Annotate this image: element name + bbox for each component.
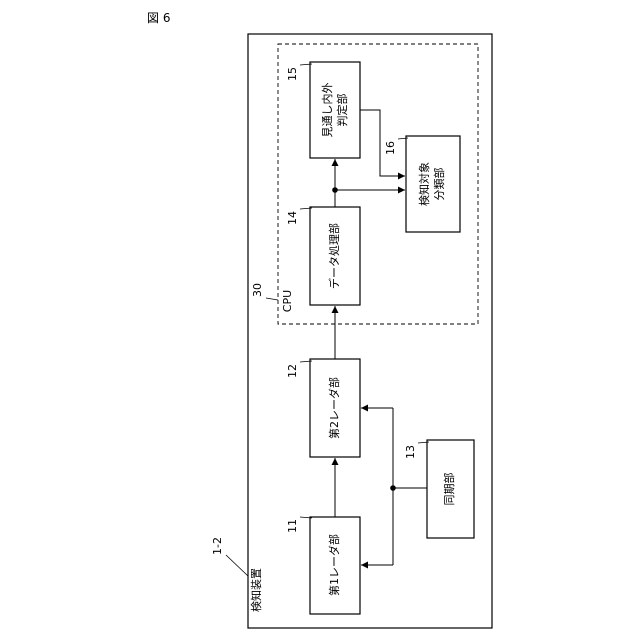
svg-text:判定部: 判定部 xyxy=(335,94,349,127)
block-data-processing: データ処理部 xyxy=(310,207,360,305)
device-frame xyxy=(248,34,492,628)
arrow-judgment-to-classify xyxy=(360,110,405,176)
device-ref-label: 1-2 xyxy=(211,537,224,555)
svg-text:第2レーダ部: 第2レーダ部 xyxy=(327,377,341,439)
svg-text:検知対象: 検知対象 xyxy=(417,162,431,206)
block-first-radar: 第1レーダ部 xyxy=(310,517,360,614)
block-sync-ref: 13 xyxy=(404,445,417,459)
block-sync: 同期部 xyxy=(427,440,474,538)
block-second-radar-ref: 12 xyxy=(286,364,299,378)
svg-text:同期部: 同期部 xyxy=(442,473,456,506)
block-los-judgment: 見通し内外 判定部 xyxy=(310,62,360,158)
cpu-ref-label: 30 xyxy=(251,283,264,297)
block-target-classification-ref: 16 xyxy=(384,141,397,155)
block-los-judgment-ref: 15 xyxy=(286,67,299,81)
figure-label: 図 6 xyxy=(147,11,170,25)
device-ref-leader xyxy=(226,555,248,576)
block-second-radar: 第2レーダ部 xyxy=(310,359,360,457)
device-name: 検知装置 xyxy=(249,568,263,612)
cpu-name: CPU xyxy=(281,290,294,312)
svg-text:第1レーダ部: 第1レーダ部 xyxy=(327,534,341,596)
svg-text:データ処理部: データ処理部 xyxy=(327,223,341,289)
svg-text:見通し内外: 見通し内外 xyxy=(320,83,334,138)
block-data-processing-ref: 14 xyxy=(286,211,299,225)
block-first-radar-ref: 11 xyxy=(286,519,299,533)
svg-text:分類部: 分類部 xyxy=(432,168,446,201)
block-target-classification: 検知対象 分類部 xyxy=(406,136,460,232)
cpu-ref-leader xyxy=(266,298,278,300)
